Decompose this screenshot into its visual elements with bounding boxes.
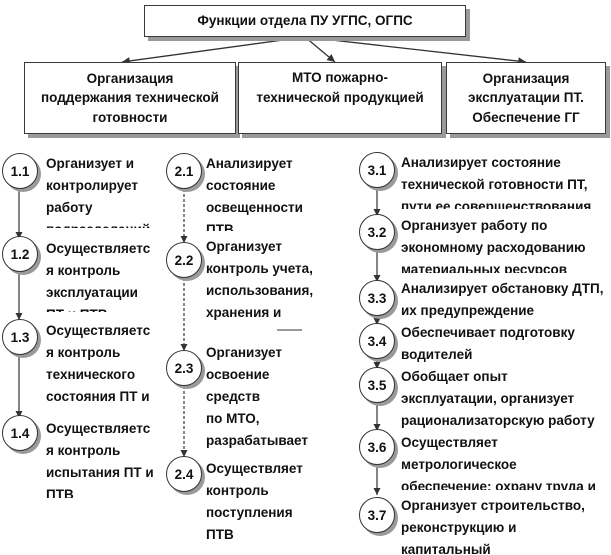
item-text-3-3: Анализирует обстановку ДТП, их предупреж… <box>401 281 604 318</box>
node-2-2: 2.2 <box>166 242 202 278</box>
functions-title: Функции отдела ПУ УГПС, ОГПС <box>197 13 413 29</box>
column-header-label: МТО пожарно- технической продукцией <box>256 70 424 105</box>
item-text-3-4: Обеспечивает подготовку водителей <box>401 325 575 362</box>
item-text-3-6: Осуществляет метрологическое обеспечение… <box>401 435 596 490</box>
node-2-1: 2.1 <box>166 153 202 189</box>
node-3-3: 3.3 <box>359 280 395 316</box>
functions-title-box: Функции отдела ПУ УГПС, ОГПС <box>144 5 466 37</box>
item-text-2-1: Анализирует состояние освещенности ПТВ <box>206 156 303 231</box>
column-header-pt-operation: Организация эксплуатации ПТ. Обеспечение… <box>446 62 606 134</box>
connector-title-col2 <box>304 36 336 63</box>
column-header-technical-readiness: Организация поддержания технической гото… <box>24 62 236 134</box>
node-3-5: 3.5 <box>359 367 395 403</box>
item-text-3-7: Организует строительство, реконструкцию … <box>401 498 585 555</box>
item-text-3-5: Обобщает опыт эксплуатации, организует р… <box>401 369 595 428</box>
item-text-1-2: Осуществляетс я контроль эксплуатации ПТ… <box>46 241 151 312</box>
node-3-2: 3.2 <box>359 214 395 250</box>
column-header-mto-products: МТО пожарно- технической продукцией <box>238 62 442 134</box>
node-3-6: 3.6 <box>359 429 395 465</box>
node-2-4: 2.4 <box>166 456 202 492</box>
node-2-3: 2.3 <box>166 350 202 386</box>
node-3-4: 3.4 <box>359 323 395 359</box>
node-3-1: 3.1 <box>359 152 395 188</box>
node-1-1: 1.1 <box>2 153 38 189</box>
item-text-1-3: Осуществляетс я контроль технического со… <box>46 323 151 404</box>
connector-title-col1 <box>121 36 306 65</box>
node-1-3: 1.3 <box>2 319 38 355</box>
node-1-4: 1.4 <box>2 415 38 451</box>
column-header-label: Организация поддержания технической гото… <box>41 70 219 125</box>
item-text-2-4: Осуществляет контроль поступления ПТВ в … <box>206 461 303 540</box>
node-3-7: 3.7 <box>359 497 395 533</box>
node-1-2: 1.2 <box>2 236 38 272</box>
connector-title-col3 <box>304 36 527 65</box>
item-text-1-4: Осуществляетс я контроль испытания ПТ и … <box>46 421 154 498</box>
item-text-1-1: Организует и контролирует работу подразд… <box>46 156 150 228</box>
column-header-label: Организация эксплуатации ПТ. Обеспечение… <box>468 70 584 125</box>
item-text-2-3: Организует освоение средств по МТО, разр… <box>206 345 308 448</box>
item-text-3-1: Анализирует состояние технической готовн… <box>401 155 592 209</box>
item-text-2-2: Организует контроль учета, использования… <box>206 239 314 320</box>
item-text-3-2: Организует работу по экономному расходов… <box>401 218 586 273</box>
